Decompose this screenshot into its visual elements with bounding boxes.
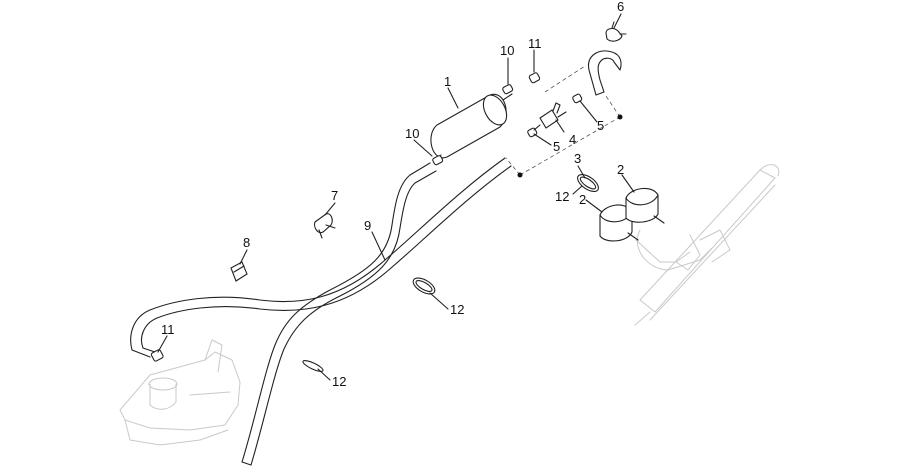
callout-part-7: 7 (331, 188, 338, 203)
reference-lines (505, 65, 623, 178)
valve-part-4 (533, 102, 567, 131)
leader-lines (157, 13, 635, 381)
callout-part-5b: 5 (553, 139, 560, 154)
callout-part-11a: 11 (528, 36, 542, 51)
clip-part-8 (230, 261, 248, 282)
callout-part-4: 4 (569, 132, 576, 147)
clip-part-7 (314, 213, 336, 239)
hose-part-9 (130, 157, 512, 466)
callout-part-8: 8 (243, 235, 250, 250)
callout-part-10b: 10 (405, 126, 419, 141)
callout-part-2b: 2 (579, 192, 586, 207)
callout-part-1: 1 (444, 74, 451, 89)
clamp-parts-2 (599, 187, 665, 242)
callout-part-3: 3 (574, 151, 581, 166)
callout-part-10a: 10 (500, 43, 514, 58)
callout-part-9: 9 (364, 218, 371, 233)
tank-ghost-outline (119, 339, 241, 446)
clamp-parts-11 (150, 72, 541, 362)
callout-part-6: 6 (617, 0, 624, 14)
clamp-parts-10 (432, 84, 514, 166)
callout-part-11b: 11 (161, 322, 175, 337)
clip-part-6 (605, 21, 627, 42)
callout-part-2a: 2 (617, 162, 624, 177)
frame-ghost-outline (634, 164, 780, 326)
band-parts-12 (302, 173, 599, 372)
fuel-filter-part-1 (430, 93, 513, 161)
hose-elbow (588, 50, 622, 96)
callout-part-5a: 5 (597, 118, 604, 133)
callout-labels: 1 2 2 3 4 5 5 6 7 8 9 10 10 11 11 12 12 … (161, 0, 624, 389)
callout-part-12a: 12 (450, 302, 464, 317)
callout-part-12b: 12 (332, 374, 346, 389)
callout-part-12c: 12 (555, 189, 569, 204)
